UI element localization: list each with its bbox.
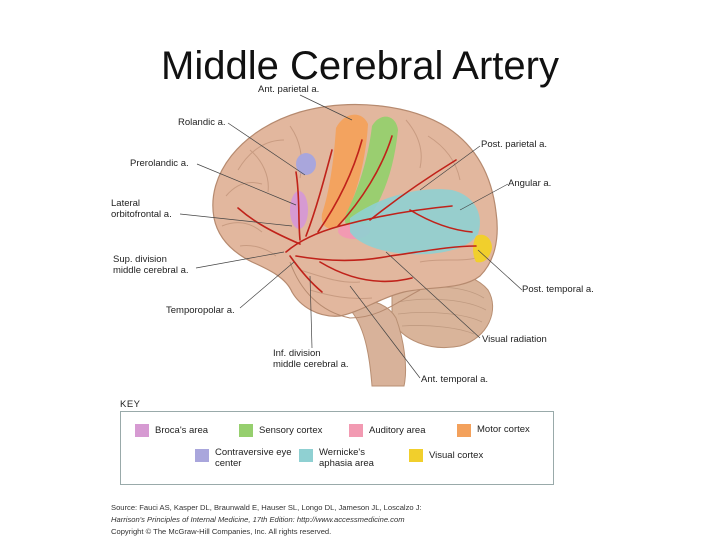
visual-cortex-area [473,234,492,263]
key-label-sensory: Sensory cortex [259,425,323,436]
key-legend: Broca's area Sensory cortex Auditory are… [120,411,554,485]
label-rolandic: Rolandic a. [178,117,226,128]
key-label-motor: Motor cortex [477,424,530,435]
label-ant-temporal: Ant. temporal a. [421,374,489,385]
label-post-parietal: Post. parietal a. [481,139,548,150]
source-line-2: Harrison's Principles of Internal Medici… [111,515,405,524]
label-lateral-orbitofrontal-1: Lateral [111,198,141,209]
slide-title: Middle Cerebral Artery [161,44,559,88]
key-swatch-brocas [135,424,149,437]
label-inf-division-2: middle cerebral a. [273,359,349,370]
motor-cortex-area [321,114,368,229]
label-angular: Angular a. [508,178,552,189]
eye-center-area [296,153,316,175]
label-inf-division-1: Inf. division [273,348,321,359]
key-swatch-wernickes [299,449,313,462]
key-swatch-auditory [349,424,363,437]
label-visual-radiation: Visual radiation [482,334,547,345]
source-line-1: Source: Fauci AS, Kasper DL, Braunwald E… [111,503,422,512]
label-sup-division-1: Sup. division [113,254,167,265]
label-ant-parietal: Ant. parietal a. [258,84,320,95]
label-lateral-orbitofrontal-2: orbitofrontal a. [111,209,172,220]
label-post-temporal: Post. temporal a. [522,284,594,295]
label-prerolandic: Prerolandic a. [130,158,189,169]
key-title: KEY [120,399,141,410]
label-sup-division-2: middle cerebral a. [113,265,189,276]
label-temporopolar: Temporopolar a. [166,305,235,316]
brainstem [351,299,407,387]
key-swatch-sensory [239,424,253,437]
key-label-visual: Visual cortex [429,450,484,461]
key-label-brocas: Broca's area [155,425,209,436]
key-label-wernickes: Wernicke's aphasia area [319,447,374,469]
key-label-eye-center: Contraversive eye center [215,447,292,469]
source-line-3: Copyright © The McGraw-Hill Companies, I… [111,527,332,536]
key-swatch-visual [409,449,423,462]
source-citation: Source: Fauci AS, Kasper DL, Braunwald E… [111,502,491,538]
key-swatch-eye-center [195,449,209,462]
key-swatch-motor [457,424,471,437]
key-label-auditory: Auditory area [369,425,426,436]
wernickes-area [350,189,480,255]
